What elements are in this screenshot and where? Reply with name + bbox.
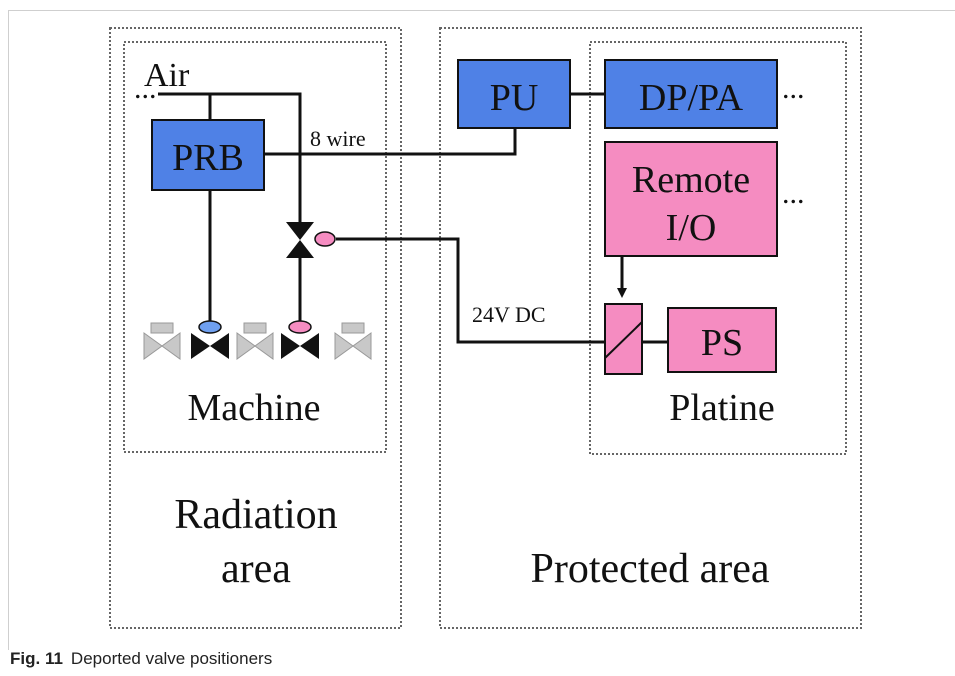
pu-box xyxy=(457,59,571,129)
wiring xyxy=(158,92,668,344)
dppa-label: DP/PA xyxy=(639,77,744,119)
valve-icon-pink xyxy=(281,320,319,359)
remote-ellipsis: ... xyxy=(782,177,805,210)
air-line xyxy=(158,92,302,228)
radiation-area-label-line1: Radiation xyxy=(174,492,337,538)
air-label: Air xyxy=(144,57,190,94)
ps-box xyxy=(667,307,777,373)
figure-caption-text: Deported valve positioners xyxy=(70,649,273,668)
protected-area-label: Protected area xyxy=(530,546,769,592)
figure-number: Fig. 11 xyxy=(10,649,63,668)
platine-label: Platine xyxy=(669,387,775,429)
protected-area-boundary xyxy=(439,27,862,629)
io-label: I/O xyxy=(666,207,717,249)
dppa-box xyxy=(604,59,778,129)
dc24-label: 24V DC xyxy=(472,302,546,327)
eight-wire-line xyxy=(264,128,517,156)
radiation-area-boundary xyxy=(109,27,402,629)
figure-frame-top xyxy=(8,10,955,11)
prb-label: PRB xyxy=(172,137,244,179)
dc24-line xyxy=(336,237,605,344)
remote-label: Remote xyxy=(632,159,750,201)
eight-wire-label: 8 wire xyxy=(310,126,366,151)
grey-valve-icon xyxy=(236,322,274,360)
machine-label: Machine xyxy=(188,387,321,429)
radiation-area-label-line2: area xyxy=(221,546,291,592)
ps-label: PS xyxy=(701,322,743,364)
grey-valve-icon xyxy=(334,322,372,360)
platine-boundary xyxy=(589,41,847,455)
valve-row xyxy=(143,320,372,360)
grey-valve-icon xyxy=(143,322,181,360)
prb-box xyxy=(151,119,265,191)
pilot-indicator xyxy=(314,231,336,247)
pu-label: PU xyxy=(490,77,539,119)
remote-io-box xyxy=(604,141,778,257)
relay-symbol xyxy=(604,303,643,375)
valve-diagram: ... ... ... PRB PU DP/PA Remote I/O PS xyxy=(109,27,862,629)
pilot-valve-icon xyxy=(286,222,336,258)
figure-caption: Fig. 11 Deported valve positioners xyxy=(10,649,272,669)
air-ellipsis: ... xyxy=(134,72,157,105)
dppa-ellipsis: ... xyxy=(782,72,805,105)
valve-icon-blue xyxy=(191,320,229,359)
figure-frame-left xyxy=(8,10,9,650)
